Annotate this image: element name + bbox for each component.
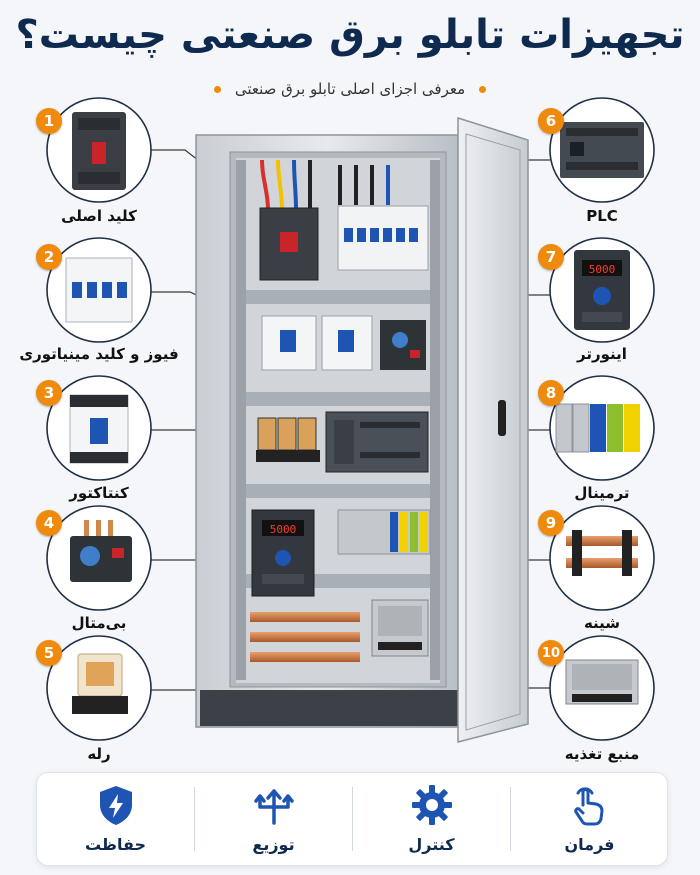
panel-terminals bbox=[337, 509, 431, 555]
bullet-dot bbox=[213, 85, 221, 93]
label-relay: رله bbox=[87, 745, 111, 763]
feature-protection: حفاظت bbox=[37, 773, 194, 865]
terminal-block-icon bbox=[555, 403, 640, 453]
feature-bar: حفاظت توزیع bbox=[36, 772, 668, 866]
inverter-icon: 5000 bbox=[574, 250, 630, 330]
relay-icon bbox=[72, 653, 128, 714]
inverter-display: 5000 bbox=[270, 523, 297, 536]
label-inverter: اینورتر bbox=[577, 345, 627, 363]
badge-9: 9 bbox=[538, 510, 564, 536]
divider bbox=[352, 787, 353, 851]
panel-power-supply bbox=[371, 599, 429, 657]
page-title: تجهیزات تابلو برق صنعتی چیست؟ bbox=[15, 12, 685, 58]
label-terminal: ترمینال bbox=[574, 484, 630, 502]
divider bbox=[510, 787, 511, 851]
panel-relays bbox=[256, 417, 320, 462]
badge-1: 1 bbox=[36, 108, 62, 134]
label-contactor: کنتاکتور bbox=[69, 484, 129, 502]
gear-icon bbox=[412, 785, 452, 825]
label-power-supply: منبع تغذیه bbox=[564, 745, 640, 763]
page-subtitle: معرفی اجزای اصلی تابلو برق صنعتی bbox=[234, 80, 466, 98]
divider bbox=[194, 787, 195, 851]
feature-control: کنترل bbox=[353, 773, 510, 865]
feature-command-label: فرمان bbox=[564, 835, 615, 854]
hand-pointer-icon bbox=[574, 787, 604, 826]
panel-contactors bbox=[261, 315, 426, 371]
plc-icon bbox=[560, 122, 644, 178]
panel-inverter: 5000 bbox=[251, 509, 315, 597]
badge-4: 4 bbox=[36, 510, 62, 536]
badge-6: 6 bbox=[538, 108, 564, 134]
badge-3: 3 bbox=[36, 380, 62, 406]
main-switch-icon bbox=[72, 112, 126, 190]
badge-2: 2 bbox=[36, 244, 62, 270]
thermal-overload-icon bbox=[70, 520, 132, 582]
feature-control-label: کنترل bbox=[408, 835, 455, 854]
label-miniature-breaker: فیوز و کلید مینیاتوری bbox=[19, 345, 179, 363]
contactor-icon bbox=[69, 394, 129, 464]
panel-plc bbox=[325, 411, 429, 473]
label-thermal-overload: بی‌متال bbox=[71, 614, 127, 632]
label-main-switch: کلید اصلی bbox=[61, 207, 137, 225]
inverter-icon-display: 5000 bbox=[589, 263, 616, 276]
label-busbar: شینه bbox=[583, 614, 621, 632]
subtitle-row: معرفی اجزای اصلی تابلو برق صنعتی bbox=[0, 78, 700, 100]
badge-8: 8 bbox=[538, 380, 564, 406]
busbar-icon bbox=[566, 530, 638, 576]
feature-command: فرمان bbox=[511, 773, 668, 865]
feature-distribution-label: توزیع bbox=[252, 835, 295, 854]
bullet-dot bbox=[479, 85, 487, 93]
badge-5: 5 bbox=[36, 640, 62, 666]
label-plc: PLC bbox=[586, 207, 618, 225]
panel-main-switch bbox=[259, 207, 319, 281]
badge-7: 7 bbox=[538, 244, 564, 270]
feature-distribution: توزیع bbox=[195, 773, 352, 865]
feature-protection-label: حفاظت bbox=[84, 835, 147, 854]
shield-bolt-icon bbox=[100, 786, 132, 825]
panel-breakers bbox=[337, 205, 429, 271]
badge-10: 10 bbox=[538, 640, 564, 666]
power-supply-icon bbox=[565, 659, 639, 705]
distribution-tree-icon bbox=[254, 789, 294, 825]
miniature-breaker-icon bbox=[65, 257, 133, 323]
panel-busbars bbox=[250, 612, 360, 662]
